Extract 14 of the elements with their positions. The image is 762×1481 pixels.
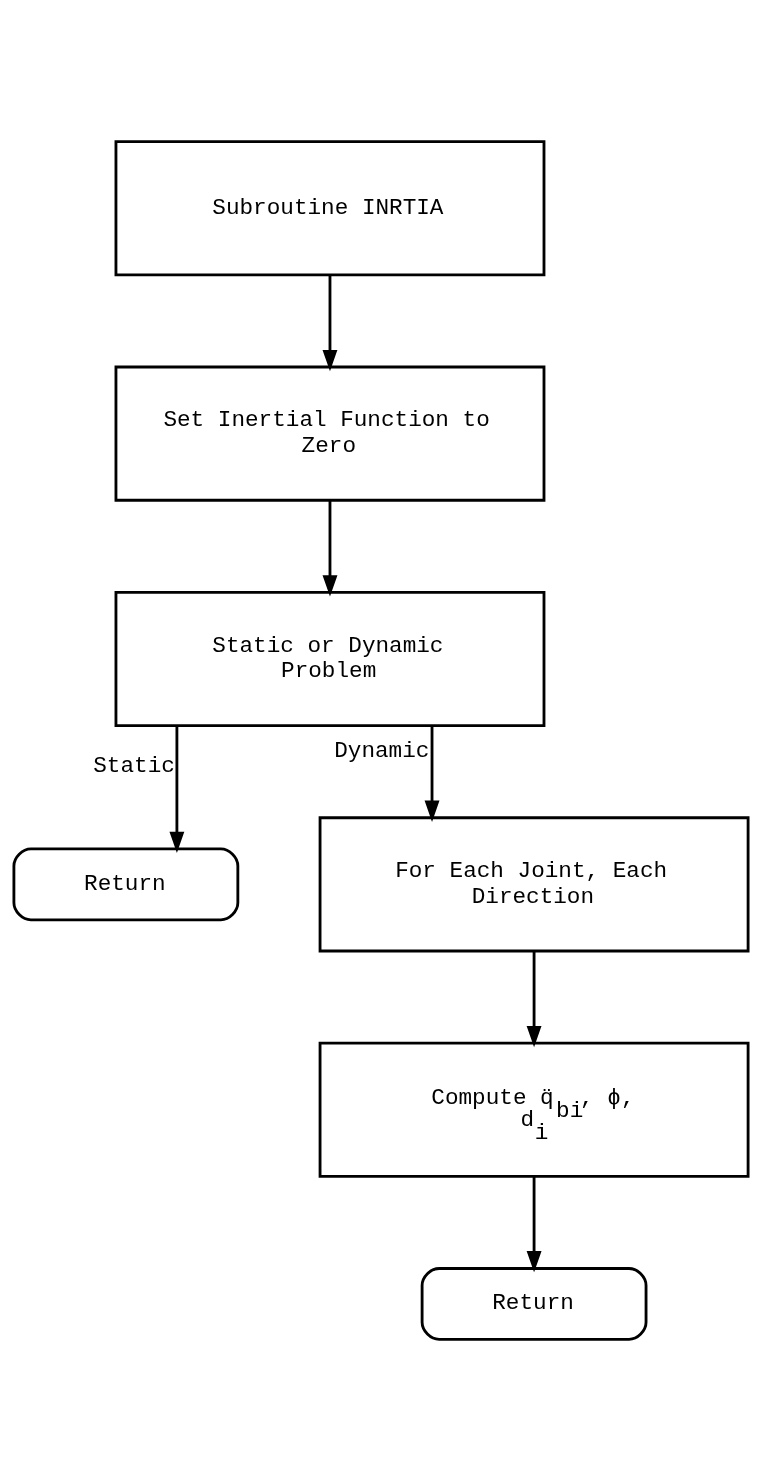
node-box: Static or Dynamic Problem <box>114 590 546 728</box>
arrow <box>322 500 338 597</box>
node-box: Subroutine INRTIA <box>114 140 546 277</box>
arrow <box>526 951 542 1048</box>
edge-label: Dynamic <box>334 737 430 764</box>
node-box: Return <box>420 1267 648 1341</box>
node-box: For Each Joint, Each Direction <box>318 816 750 953</box>
arrow <box>526 1176 542 1273</box>
arrow <box>322 275 338 372</box>
arrow <box>169 726 185 853</box>
edge-label: Static <box>93 753 175 780</box>
node-box: Set Inertial Function to Zero <box>114 365 546 502</box>
arrow <box>424 726 440 822</box>
node-box: Return <box>12 847 240 922</box>
